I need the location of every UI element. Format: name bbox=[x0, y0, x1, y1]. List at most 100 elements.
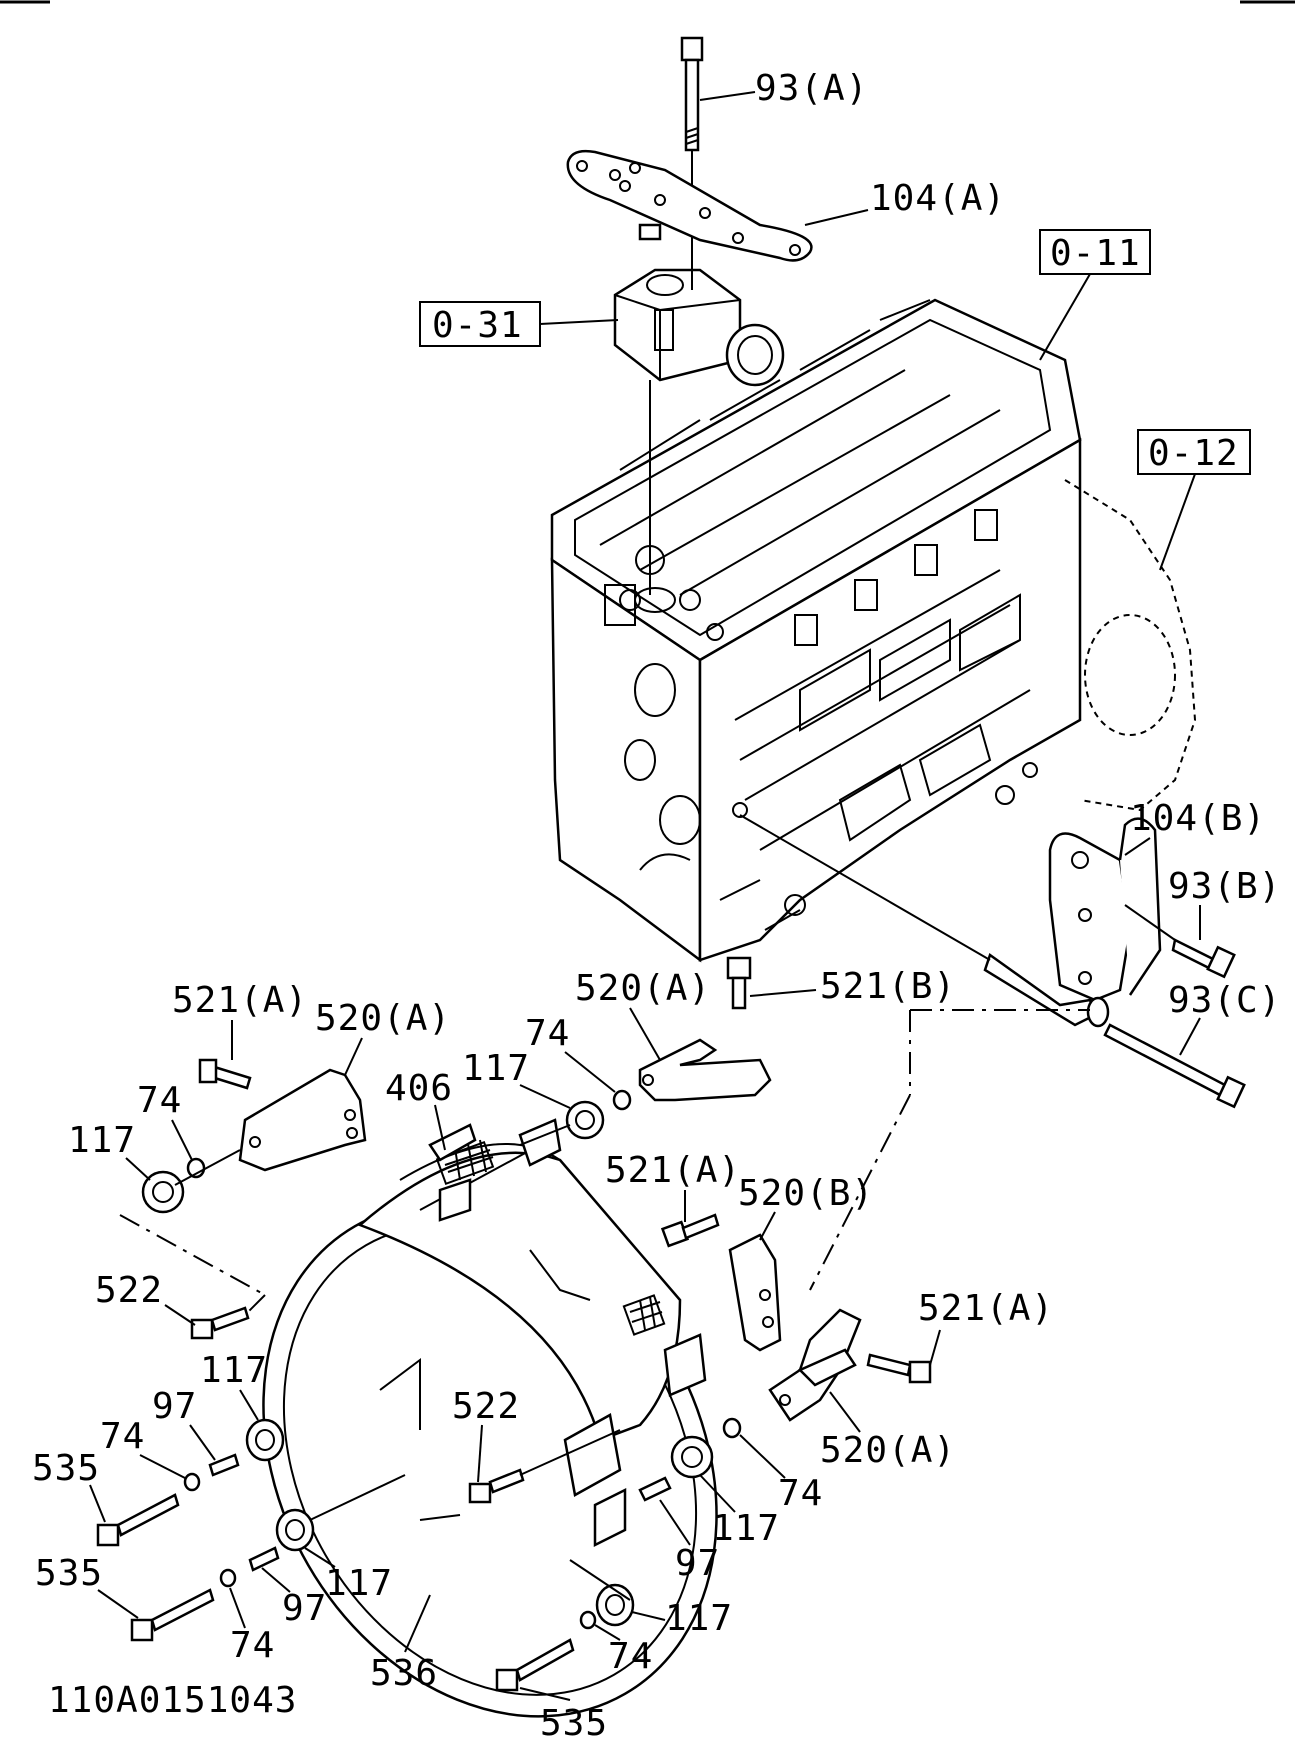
callout-97-bottom-left: 97 bbox=[282, 1588, 327, 1629]
callout-521a-right: 521(A) bbox=[918, 1288, 1054, 1329]
leader-0-12 bbox=[1159, 473, 1196, 571]
housing-0-31 bbox=[613, 268, 785, 387]
ref-label-0-11: 0-11 bbox=[1050, 233, 1141, 274]
bracket-104b bbox=[983, 817, 1162, 1028]
pin-97-bottom-left bbox=[248, 1546, 280, 1572]
bolt-93b bbox=[1171, 938, 1236, 979]
callout-521a-mid: 521(A) bbox=[605, 1150, 741, 1191]
callout-535-bottom: 535 bbox=[540, 1703, 608, 1744]
callout-97-right: 97 bbox=[675, 1543, 720, 1584]
callout-74-lower-left: 74 bbox=[100, 1416, 145, 1457]
leader bbox=[829, 1391, 861, 1433]
leader bbox=[164, 1304, 196, 1326]
ref-box-0-12: 0-12 bbox=[1137, 429, 1251, 475]
bushing-117-bottom-mid bbox=[275, 1508, 315, 1552]
bolt-535-upper bbox=[96, 1493, 180, 1547]
bushing-117-top bbox=[565, 1100, 605, 1140]
leader-axis bbox=[569, 1559, 631, 1601]
bolt-522-center bbox=[468, 1468, 525, 1504]
leader bbox=[97, 1589, 139, 1619]
callout-522-center: 522 bbox=[452, 1386, 520, 1427]
callout-93c: 93(C) bbox=[1168, 980, 1281, 1021]
leader-block-bracket bbox=[739, 814, 991, 961]
engine-block bbox=[550, 298, 1082, 963]
leader bbox=[404, 1594, 431, 1653]
leader-axis bbox=[519, 1429, 621, 1476]
pin-97-right bbox=[638, 1476, 672, 1502]
leader-axis bbox=[174, 1149, 241, 1186]
leader-0-31 bbox=[539, 319, 619, 325]
callout-521a-left: 521(A) bbox=[172, 980, 308, 1021]
leader bbox=[594, 1624, 621, 1641]
callout-104a: 104(A) bbox=[870, 178, 1006, 219]
leader bbox=[699, 91, 756, 101]
callout-93b: 93(B) bbox=[1168, 866, 1281, 907]
bushing-117-left bbox=[141, 1170, 185, 1214]
callout-117-top: 117 bbox=[462, 1048, 530, 1089]
washer-74-bottom-left bbox=[219, 1568, 237, 1588]
bushing-117-right bbox=[670, 1435, 714, 1479]
callout-74-right: 74 bbox=[778, 1473, 823, 1514]
leader bbox=[749, 989, 817, 997]
leader bbox=[125, 1157, 151, 1181]
bracket-520a-left bbox=[238, 1068, 367, 1172]
leader bbox=[631, 1611, 666, 1621]
bolt-93a bbox=[680, 36, 704, 152]
washer-74-top bbox=[612, 1089, 632, 1111]
leader-93b-axis bbox=[1124, 904, 1176, 941]
callout-536: 536 bbox=[370, 1653, 438, 1694]
callout-520a-top: 520(A) bbox=[575, 968, 711, 1009]
leader bbox=[229, 1587, 246, 1629]
callout-117-right: 117 bbox=[712, 1508, 780, 1549]
bracket-520a-top bbox=[638, 1038, 772, 1102]
leader bbox=[171, 1119, 193, 1161]
callout-117-bottom-mid: 117 bbox=[325, 1563, 393, 1604]
callout-521b: 521(B) bbox=[820, 966, 956, 1007]
washer-74-right bbox=[722, 1417, 742, 1439]
leader bbox=[564, 1051, 616, 1093]
ref-label-0-12: 0-12 bbox=[1148, 433, 1239, 474]
callout-74-top: 74 bbox=[525, 1013, 570, 1054]
washer-74-lower-left bbox=[183, 1472, 201, 1492]
bolt-521a-right bbox=[866, 1353, 932, 1384]
bolt-521a-mid bbox=[660, 1213, 720, 1248]
callout-117-lower-left: 117 bbox=[200, 1350, 268, 1391]
leader bbox=[1124, 837, 1151, 856]
leader bbox=[739, 1434, 786, 1479]
leader-axis bbox=[519, 1124, 571, 1146]
callout-97-lower-left: 97 bbox=[152, 1386, 197, 1427]
bolt-535-bottom bbox=[495, 1638, 575, 1692]
leader-520b bbox=[809, 1094, 911, 1291]
centerline bbox=[244, 1294, 266, 1316]
bushing-117-lower-left bbox=[245, 1418, 285, 1462]
leader bbox=[434, 1104, 446, 1151]
leader bbox=[239, 1389, 259, 1421]
callout-520b: 520(B) bbox=[738, 1173, 874, 1214]
callout-74-bottom-right: 74 bbox=[608, 1636, 653, 1677]
callout-520a-left: 520(A) bbox=[315, 998, 451, 1039]
leader-axis bbox=[309, 1474, 406, 1521]
leader bbox=[139, 1454, 186, 1479]
callout-74-bottom-left: 74 bbox=[230, 1625, 275, 1666]
leader bbox=[804, 209, 869, 226]
leader bbox=[261, 1567, 291, 1593]
leader bbox=[519, 1084, 571, 1109]
ref-label-0-31: 0-31 bbox=[432, 305, 523, 346]
leader bbox=[699, 1474, 736, 1513]
ref-box-0-11: 0-11 bbox=[1039, 229, 1151, 275]
callout-520a-right: 520(A) bbox=[820, 1430, 956, 1471]
bolt-93c bbox=[1103, 1023, 1246, 1109]
callout-535-upper: 535 bbox=[32, 1448, 100, 1489]
callout-522-left: 522 bbox=[95, 1270, 163, 1311]
bracket-520b bbox=[728, 1233, 782, 1352]
leader bbox=[629, 1007, 661, 1061]
washer-74-bottom-right bbox=[579, 1610, 597, 1630]
leader bbox=[89, 1484, 106, 1523]
leader bbox=[929, 1329, 941, 1366]
leader bbox=[1179, 1017, 1201, 1056]
centerline bbox=[119, 1214, 266, 1296]
bolt-521a-left bbox=[198, 1058, 252, 1090]
leader bbox=[519, 1687, 571, 1701]
ref-box-0-31: 0-31 bbox=[419, 301, 541, 347]
